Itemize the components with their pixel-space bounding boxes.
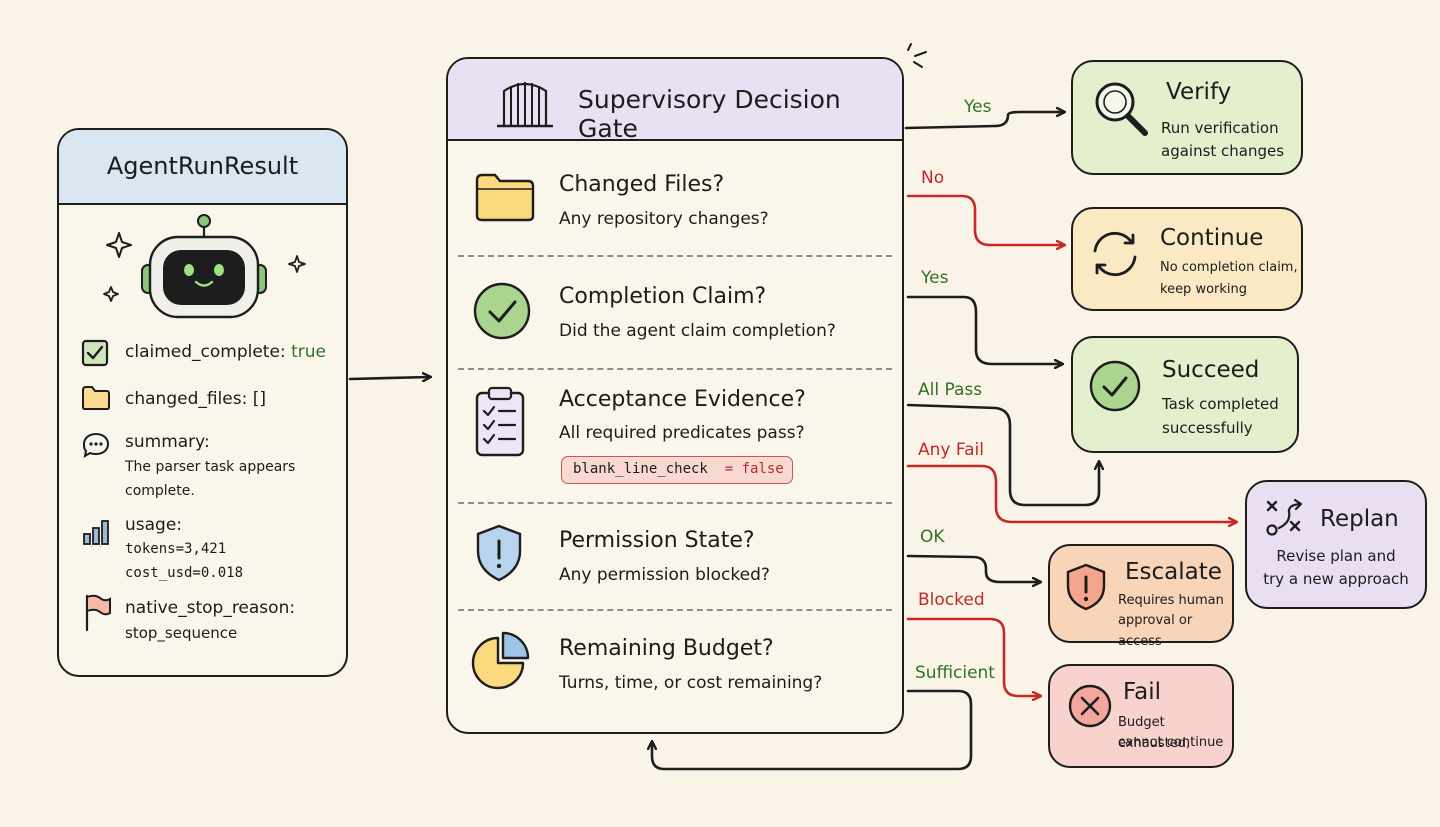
shield-icon (476, 524, 522, 582)
chat-icon (82, 432, 110, 459)
edge-label-evidence-pass: All Pass (918, 380, 983, 400)
fail-title: Fail (1123, 679, 1161, 705)
outcome-replan-card: Replan Revise plan and try a new approac… (1245, 480, 1427, 609)
gate-icon (497, 82, 553, 128)
succeed-title: Succeed (1162, 357, 1260, 383)
escalate-line-2: approval or access (1118, 613, 1193, 649)
warning-shield-icon (1066, 563, 1106, 611)
outcome-verify-card: Verify Run verification against changes (1071, 60, 1303, 175)
outcome-succeed-card: Succeed Task completed successfully (1071, 336, 1299, 453)
supervisory-decision-gate-card: Supervisory Decision Gate Changed Files?… (446, 57, 904, 734)
check-divider (458, 255, 892, 257)
stop-reason-value: stop_sequence (125, 624, 238, 642)
check-completion-claim-subtitle: Did the agent claim completion? (559, 321, 836, 341)
sparkle-icon (103, 286, 119, 302)
outcome-continue-card: Continue No completion claim, keep worki… (1071, 207, 1303, 311)
magnifier-icon (1095, 82, 1148, 136)
emphasis-marks (907, 43, 927, 68)
escalate-title: Escalate (1125, 559, 1222, 585)
pie-chart-icon (471, 631, 530, 690)
usage-cost: cost_usd=0.018 (125, 565, 244, 581)
check-changed-files-subtitle: Any repository changes? (559, 209, 769, 229)
arrow-changed-no-to-continue (906, 194, 1064, 245)
arrow-permission-blocked-to-fail (906, 617, 1040, 696)
check-remaining-budget-title: Remaining Budget? (559, 636, 774, 661)
fail-line-1: Budget exhausted, (1118, 715, 1191, 751)
changed-files-value: [] (252, 389, 267, 409)
check-divider (458, 502, 892, 504)
replan-line-2: try a new approach (1263, 570, 1409, 588)
strategy-icon (1266, 498, 1303, 536)
check-circle-icon (1089, 360, 1141, 412)
claimed-complete-key: claimed_complete: (125, 342, 286, 362)
claimed-complete-value: true (291, 342, 326, 362)
escalate-line-1: Requires human (1118, 593, 1224, 608)
predicate-name: blank_line_check (573, 461, 708, 477)
check-divider (458, 368, 892, 370)
edge-label-permission-ok: OK (920, 527, 945, 547)
edge-label-evidence-fail: Any Fail (918, 440, 984, 460)
claimed-complete-field: claimed_complete: true (125, 342, 326, 362)
edge-label-changed-yes: Yes (964, 97, 992, 117)
agent-run-result-title: AgentRunResult (106, 152, 299, 180)
agent-run-result-card: AgentRunResult claimed_complete: true ch… (57, 128, 348, 677)
edge-label-budget-sufficient: Sufficient (915, 663, 995, 683)
arrow-permission-ok-to-escalate (906, 554, 1040, 582)
bar-chart-icon (83, 520, 109, 545)
agent-run-result-header: AgentRunResult (59, 130, 346, 205)
check-permission-state-title: Permission State? (559, 528, 755, 553)
arrow-claim-yes-to-succeed (906, 295, 1062, 364)
replan-title: Replan (1320, 506, 1399, 532)
arrow-evidence-fail-to-replan (906, 464, 1236, 522)
flag-icon (85, 594, 111, 632)
continue-line-1: No completion claim, (1160, 260, 1298, 275)
edge-label-claim-yes: Yes (921, 268, 949, 288)
sparkle-icon (288, 255, 306, 273)
continue-line-2: keep working (1160, 282, 1248, 297)
continue-title: Continue (1160, 225, 1264, 251)
outcome-escalate-card: Escalate Requires human approval or acce… (1048, 544, 1234, 649)
robot-icon (103, 214, 306, 319)
arrow-agent-to-gate (348, 377, 430, 379)
check-remaining-budget-subtitle: Turns, time, or cost remaining? (559, 673, 823, 693)
gate-title: Supervisory Decision Gate (578, 85, 841, 143)
failing-predicate-badge: blank_line_check = false (561, 456, 793, 484)
summary-key: summary: (125, 432, 210, 452)
replan-line-1: Revise plan and (1276, 547, 1396, 565)
summary-line-1: The parser task appears (125, 459, 296, 475)
folder-icon (475, 173, 535, 222)
verify-line-1: Run verification (1161, 119, 1279, 137)
edge-label-permission-blocked: Blocked (918, 590, 985, 610)
clipboard-icon (475, 386, 525, 457)
verify-line-2: against changes (1161, 142, 1285, 160)
changed-files-key: changed_files: (125, 389, 248, 409)
succeed-line-1: Task completed (1162, 395, 1279, 413)
check-circle-icon (473, 282, 531, 340)
stop-reason-key: native_stop_reason: (125, 598, 296, 618)
gate-header: Supervisory Decision Gate (448, 59, 902, 143)
edge-label-changed-no: No (921, 168, 945, 188)
check-changed-files-title: Changed Files? (559, 172, 725, 197)
x-circle-icon (1068, 684, 1112, 728)
check-permission-state-subtitle: Any permission blocked? (559, 565, 770, 585)
usage-tokens: tokens=3,421 (125, 541, 227, 557)
usage-key: usage: (125, 515, 183, 535)
check-completion-claim-title: Completion Claim? (559, 284, 767, 309)
sparkle-icon (106, 232, 132, 258)
refresh-icon (1093, 231, 1137, 277)
check-divider (458, 609, 892, 611)
fail-line-2: cannot continue (1118, 735, 1224, 750)
changed-files-field: changed_files: [] (125, 389, 266, 409)
summary-line-2: complete. (125, 483, 195, 499)
outcome-fail-card: Fail Budget exhausted, cannot continue (1048, 664, 1234, 768)
folder-icon (82, 386, 110, 410)
check-acceptance-evidence-title: Acceptance Evidence? (559, 387, 806, 412)
predicate-value: = false (724, 461, 784, 477)
check-acceptance-evidence-subtitle: All required predicates pass? (559, 423, 805, 443)
succeed-line-2: successfully (1162, 419, 1253, 437)
verify-title: Verify (1166, 79, 1232, 105)
checkbox-icon (81, 339, 109, 367)
